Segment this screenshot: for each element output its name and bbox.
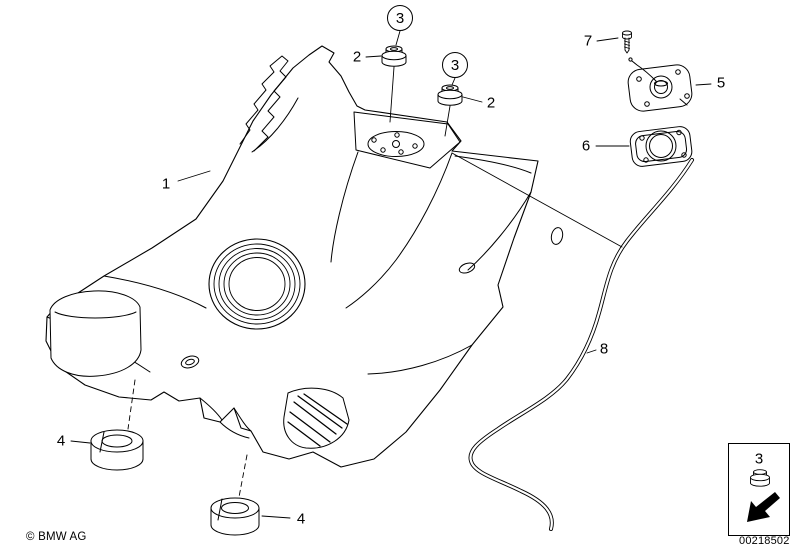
rubber-ring-right-drawing [210,497,260,536]
document-number: 00218502 [739,535,790,547]
replacement-arrow-icon [747,492,780,522]
leader-lines [70,30,712,519]
callout-5[interactable]: 5 [716,74,726,92]
copyright-notice: © BMW AG [26,531,87,543]
legend-part-icon [747,469,780,522]
callout-3-lower[interactable]: 3 [442,52,468,78]
callout-2-lower[interactable]: 2 [486,94,496,112]
grommet-upper-drawing [381,45,407,67]
callout-6[interactable]: 6 [581,137,591,155]
legend-box [728,443,790,536]
legend-callout-3[interactable]: 3 [754,450,764,468]
fuel-pump-flange-drawing [627,57,693,112]
callout-2-upper[interactable]: 2 [352,48,362,66]
callout-3-upper[interactable]: 3 [387,5,413,31]
fuel-tank-drawing [45,45,564,468]
callout-4-right[interactable]: 4 [296,510,306,528]
callout-8[interactable]: 8 [599,340,609,358]
vent-hose-drawing [468,158,694,531]
screw-drawing [622,30,632,54]
callout-1[interactable]: 1 [161,175,171,193]
gasket-drawing [629,126,693,167]
rubber-ring-left-drawing [90,429,144,471]
grommet-lower-drawing [437,84,463,106]
callout-7[interactable]: 7 [583,32,593,50]
callout-4-left[interactable]: 4 [56,432,66,450]
